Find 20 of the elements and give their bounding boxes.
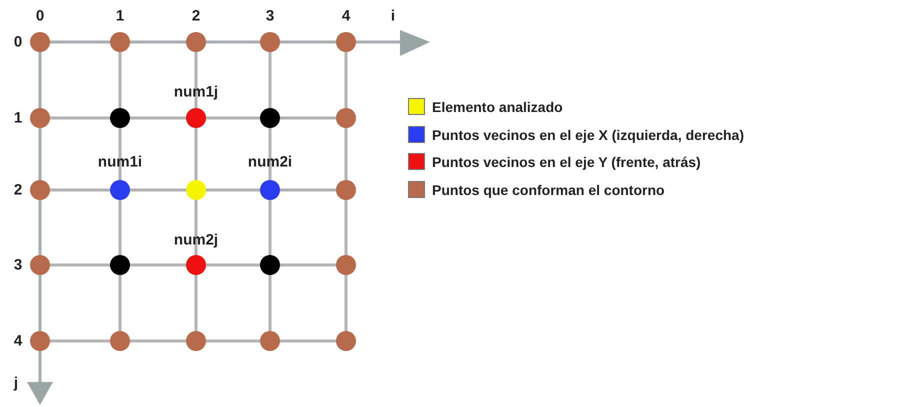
point-label: num2j <box>174 232 218 248</box>
axis-index: 2 <box>14 182 22 198</box>
legend-text: Puntos vecinos en el eje Y (frente, atrás) <box>432 155 701 169</box>
point-label: num2i <box>248 154 292 170</box>
point-label: num1i <box>98 154 142 170</box>
axis-index: 4 <box>342 8 350 24</box>
axis-index: 0 <box>14 34 22 50</box>
axis-name: i <box>390 8 396 24</box>
axis-index: 1 <box>14 110 22 126</box>
axis-index: 3 <box>14 258 22 272</box>
legend-text: Elemento analizado <box>432 100 563 114</box>
legend-text: Puntos que conforman el contorno <box>432 182 665 196</box>
axis-index: 0 <box>36 8 44 24</box>
axis-index: 1 <box>116 8 124 24</box>
axis-index: 4 <box>14 334 22 348</box>
axis-index: 2 <box>192 8 200 24</box>
point-label: num1j <box>174 84 218 100</box>
axis-name: j <box>14 376 18 390</box>
legend-text: Puntos vecinos en el eje X (izquierda, derecha) <box>432 128 744 142</box>
axis-index: 3 <box>266 8 274 24</box>
